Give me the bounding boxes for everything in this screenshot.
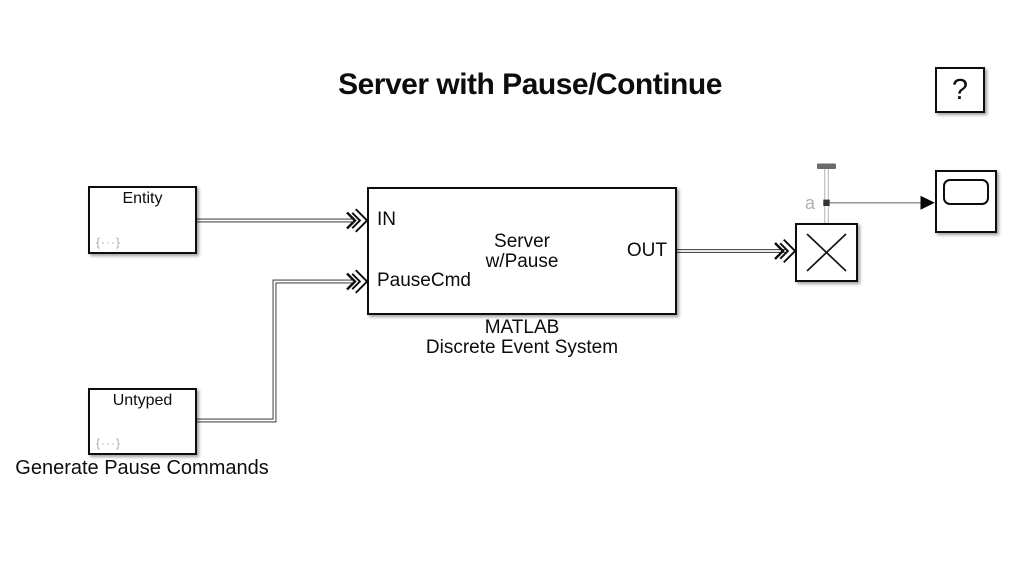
entity-type-badge-icon: {···} [96, 235, 122, 249]
stat-signal-line[interactable]: a [805, 163, 935, 225]
question-mark-icon: ? [951, 73, 969, 106]
in-port-label: IN [377, 209, 396, 230]
model-title-annotation[interactable]: Server with Pause/Continue [338, 68, 722, 101]
entity-type-badge-icon: {···} [96, 436, 122, 450]
server-caption-line1: MATLAB [484, 317, 560, 338]
help-block[interactable]: ? [935, 67, 985, 113]
terminator-x-icon [806, 233, 847, 272]
block-title: Entity [122, 190, 163, 207]
server-caption-line2: Discrete Event System [425, 337, 619, 358]
signal-arrowhead-icon [920, 195, 935, 210]
entity-terminator-block[interactable] [795, 223, 858, 282]
server-display-name-line1: Server [494, 231, 550, 252]
stat-signal-label: a [805, 193, 816, 213]
server-block[interactable]: IN PauseCmd OUT Server w/Pause [367, 187, 677, 315]
server-display-name-line2: w/Pause [485, 251, 559, 272]
scope-block[interactable] [935, 170, 997, 233]
server-block-caption: MATLAB Discrete Event System [367, 318, 677, 358]
entity-port-chevron-icon [774, 239, 797, 263]
entity-path-untyped-to-pausecmd[interactable] [197, 279, 352, 423]
entity-generator-block[interactable]: Entity {···} [88, 186, 197, 254]
scope-screen-icon [943, 179, 989, 205]
entity-port-chevron-icon [346, 269, 369, 294]
pausecmd-port-label: PauseCmd [377, 270, 471, 291]
entity-port-chevron-icon [346, 208, 369, 233]
branch-dot-icon [823, 199, 830, 206]
block-title: Untyped [112, 392, 173, 409]
server-display-name: Server w/Pause [369, 232, 675, 272]
pause-generator-block[interactable]: Untyped {···} [88, 388, 197, 455]
pause-generator-caption: Generate Pause Commands [15, 457, 269, 479]
out-port-label: OUT [626, 240, 667, 261]
stat-anchor-cap-icon [817, 163, 836, 169]
entity-path-core [197, 280, 352, 422]
